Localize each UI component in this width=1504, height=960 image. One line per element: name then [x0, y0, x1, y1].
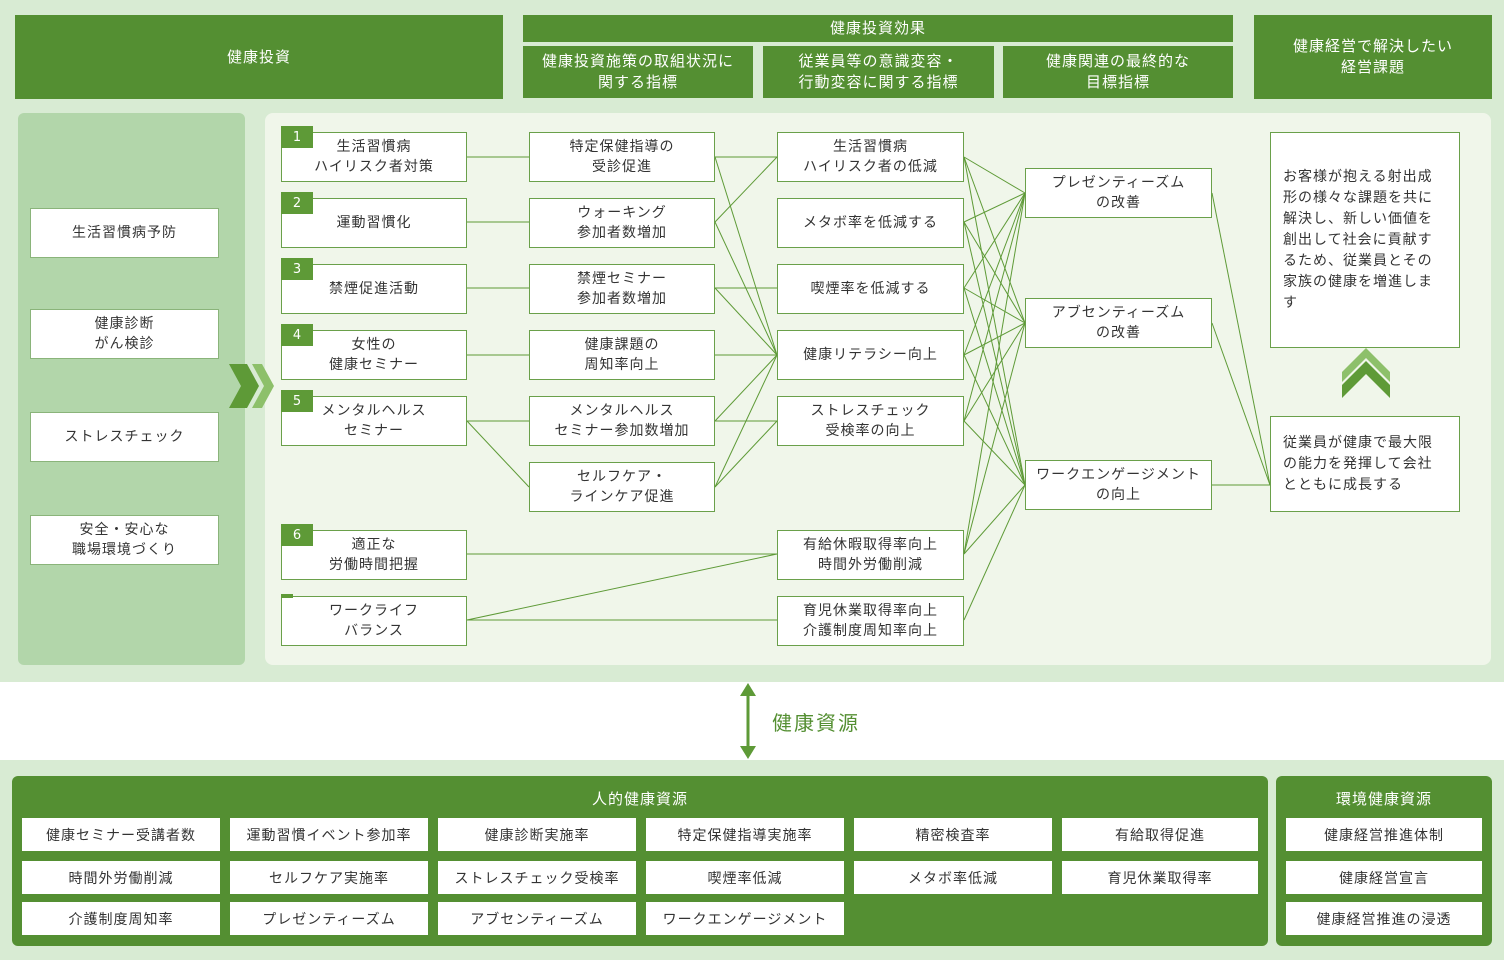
resource-chip: プレゼンティーズム [230, 902, 428, 935]
resource-chip: 喫煙率低減 [646, 861, 844, 894]
outcome-box: アブセンティーズム の改善 [1025, 298, 1212, 348]
behavior-box: 生活習慣病 ハイリスク者の低減 [777, 132, 964, 182]
resource-chip: アブセンティーズム [438, 902, 636, 935]
header-issue: 健康経営で解決したい 経営課題 [1254, 15, 1492, 99]
left-item: 生活習慣病予防 [30, 208, 219, 258]
indicator-box: セルフケア・ ラインケア促進 [529, 462, 715, 512]
human-resources-title: 人的健康資源 [591, 790, 688, 808]
resource-chip: 健康セミナー受講者数 [22, 818, 220, 851]
resource-chip: 精密検査率 [854, 818, 1052, 851]
left-item: ストレスチェック [30, 412, 219, 462]
investment-panel [18, 113, 245, 665]
goal-top: お客様が抱える射出成形の様々な課題を共に解決し、新しい価値を創出して社会に貢献す… [1270, 132, 1460, 348]
outcome-box: ワークエンゲージメント の向上 [1025, 460, 1212, 510]
resource-chip: 健康経営宣言 [1286, 861, 1482, 894]
resource-chip: 有給取得促進 [1062, 818, 1258, 851]
measure-number: 2 [281, 192, 313, 214]
header-effect: 健康投資効果 [523, 15, 1233, 42]
behavior-box: 健康リテラシー向上 [777, 330, 964, 380]
resource-chip: セルフケア実施率 [230, 861, 428, 894]
resource-chip: メタボ率低減 [854, 861, 1052, 894]
resource-chip: ワークエンゲージメント [646, 902, 844, 935]
goal-bottom: 従業員が健康で最大限の能力を発揮して会社とともに成長する [1270, 416, 1460, 512]
env-resources-title: 環境健康資源 [1335, 790, 1432, 808]
outcome-box: プレゼンティーズム の改善 [1025, 168, 1212, 218]
resource-chip: 介護制度周知率 [22, 902, 220, 935]
left-item: 安全・安心な 職場環境づくり [30, 515, 219, 565]
indicator-box: ウォーキング 参加者数増加 [529, 198, 715, 248]
resource-chip: 育児休業取得率 [1062, 861, 1258, 894]
resource-chip: 時間外労働削減 [22, 861, 220, 894]
indicator-box: 禁煙セミナー 参加者数増加 [529, 264, 715, 314]
resource-chip: 特定保健指導実施率 [646, 818, 844, 851]
behavior-box: 有給休暇取得率向上 時間外労働削減 [777, 530, 964, 580]
header-effect-col2: 従業員等の意識変容・ 行動変容に関する指標 [763, 46, 994, 98]
behavior-box: 育児休業取得率向上 介護制度周知率向上 [777, 596, 964, 646]
resource-chip: ストレスチェック受検率 [438, 861, 636, 894]
header-effect-col3: 健康関連の最終的な 目標指標 [1003, 46, 1233, 98]
header-investment: 健康投資 [15, 15, 503, 99]
measure-number: 5 [281, 390, 313, 412]
measure-number: 3 [281, 258, 313, 280]
resource-chip: 運動習慣イベント参加率 [230, 818, 428, 851]
indicator-box: 健康課題の 周知率向上 [529, 330, 715, 380]
measure-number: 4 [281, 324, 313, 346]
measure-marker [281, 594, 293, 598]
resources-label: 健康資源 [772, 711, 860, 735]
measure-box: 適正な 労働時間把握 [281, 530, 467, 580]
resource-chip: 健康診断実施率 [438, 818, 636, 851]
indicator-box: メンタルヘルス セミナー参加数増加 [529, 396, 715, 446]
indicator-box: 特定保健指導の 受診促進 [529, 132, 715, 182]
resource-chip: 健康経営推進の浸透 [1286, 902, 1482, 935]
behavior-box: メタボ率を低減する [777, 198, 964, 248]
left-item: 健康診断 がん検診 [30, 309, 219, 359]
measure-box: ワークライフ バランス [281, 596, 467, 646]
measure-number: 1 [281, 126, 313, 148]
human-resources-panel [12, 776, 1268, 946]
behavior-box: 喫煙率を低減する [777, 264, 964, 314]
measure-number: 6 [281, 524, 313, 546]
behavior-box: ストレスチェック 受検率の向上 [777, 396, 964, 446]
resource-chip: 健康経営推進体制 [1286, 818, 1482, 851]
header-effect-col1: 健康投資施策の取組状況に 関する指標 [523, 46, 753, 98]
